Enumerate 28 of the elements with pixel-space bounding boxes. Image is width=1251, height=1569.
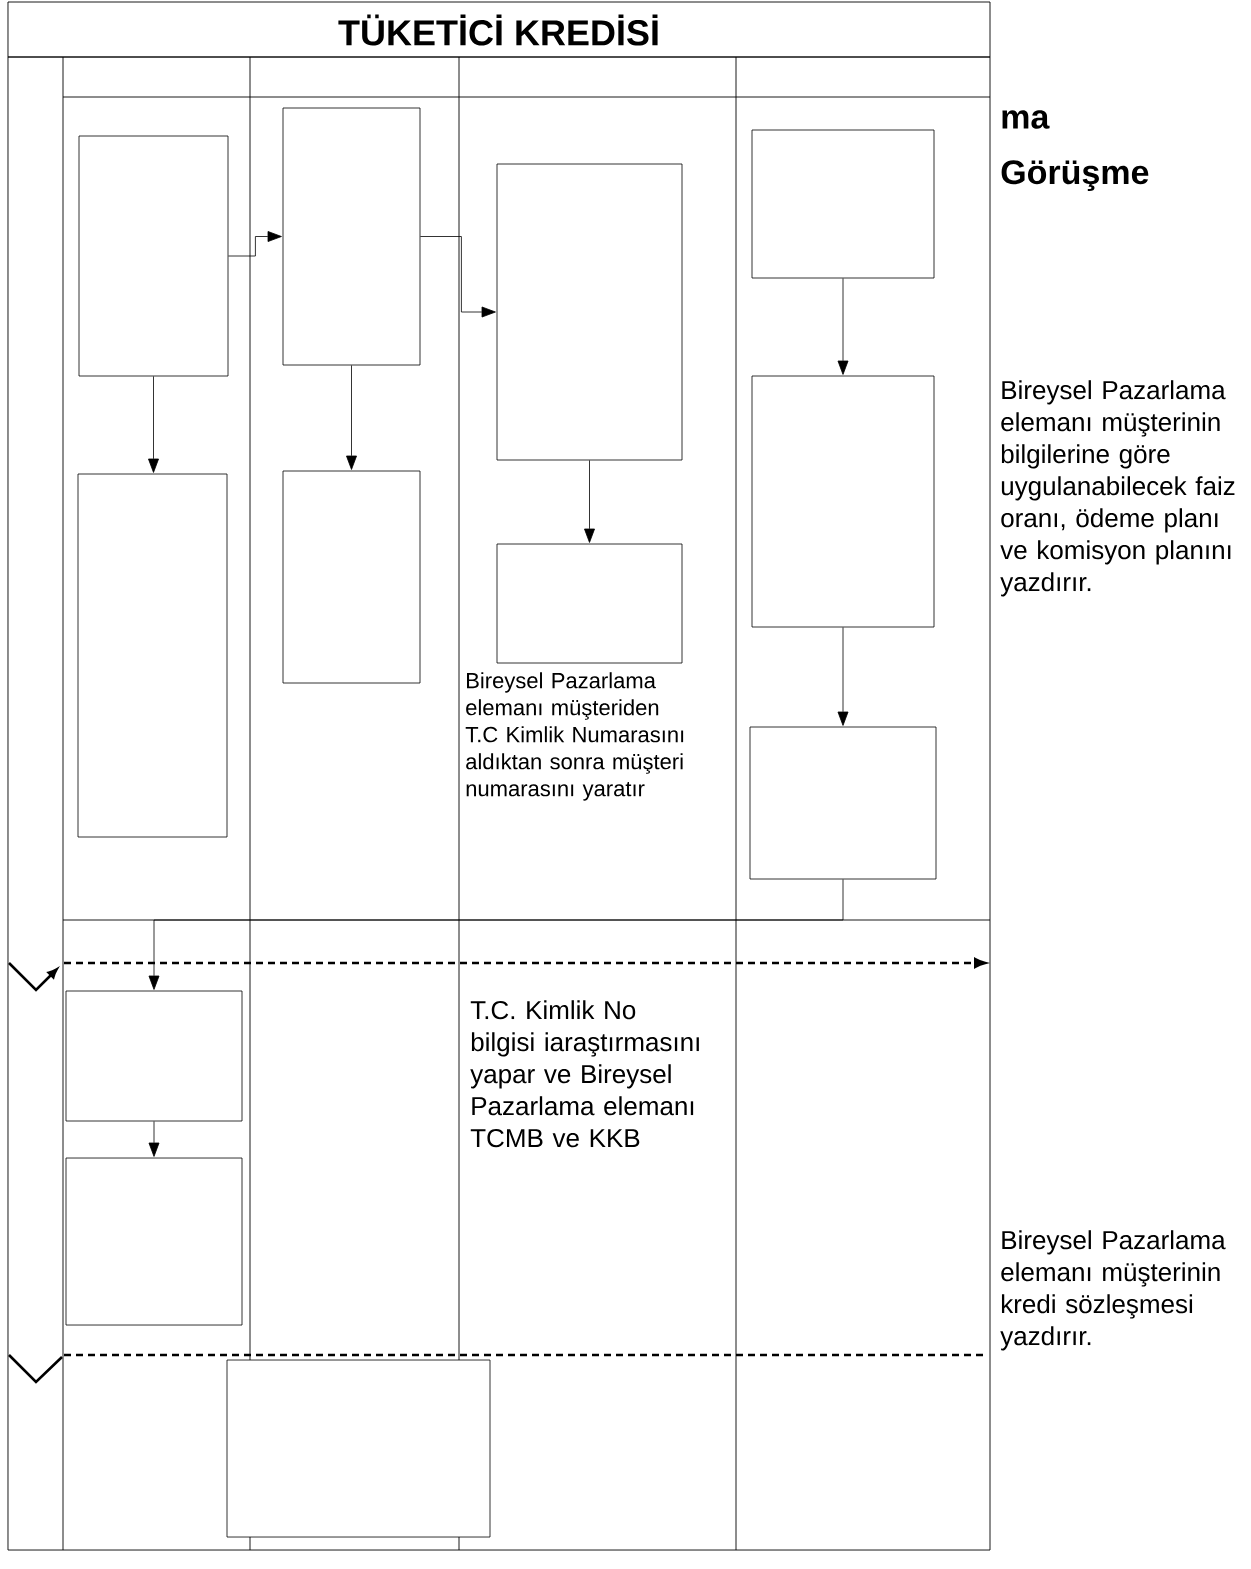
arrow <box>148 879 844 990</box>
arrow <box>228 231 282 257</box>
process-box <box>751 375 935 628</box>
note-text: Bireysel Pazarlama elemanı müşterinin bilgilerine göre uygulanabilecek faiz oranı, ödeme planı ve komisyon planını yazdırır. <box>1000 380 1235 597</box>
process-box <box>749 726 937 880</box>
arrow <box>148 376 159 473</box>
process-box <box>282 470 421 684</box>
process-box <box>78 135 229 377</box>
note-text: Bireysel Pazarlama elemanı müşterinin kredi sözleşmesi yazdırır. <box>1000 1230 1226 1351</box>
arrow <box>584 460 595 543</box>
process-box <box>65 990 243 1122</box>
heading-text: Görüşme <box>1001 160 1149 191</box>
process-box <box>496 163 683 461</box>
arrow <box>346 365 357 470</box>
process-box <box>496 543 683 664</box>
heading-text: ma <box>1002 110 1050 129</box>
process-box <box>226 1359 491 1538</box>
process-box <box>77 473 228 838</box>
process-box <box>751 129 935 279</box>
process-box <box>65 1157 243 1326</box>
process-box <box>282 107 421 366</box>
arrow <box>420 236 496 318</box>
arrow <box>148 1121 160 1157</box>
note-text: Bireysel Pazarlama elemanı müşteriden T.C Kimlik Numarasını aldıktan sonra müşteri numarasını yaratır <box>465 672 684 801</box>
arrow <box>837 627 849 726</box>
title-bar: TÜKETİCİ KREDİSİ <box>7 1 991 58</box>
arrow <box>837 278 849 375</box>
note-text: T.C. Kimlik No bilgisi iaraştırmasını yapar ve Bireysel Pazarlama elemanı TCMB ve KKB <box>470 1000 699 1148</box>
